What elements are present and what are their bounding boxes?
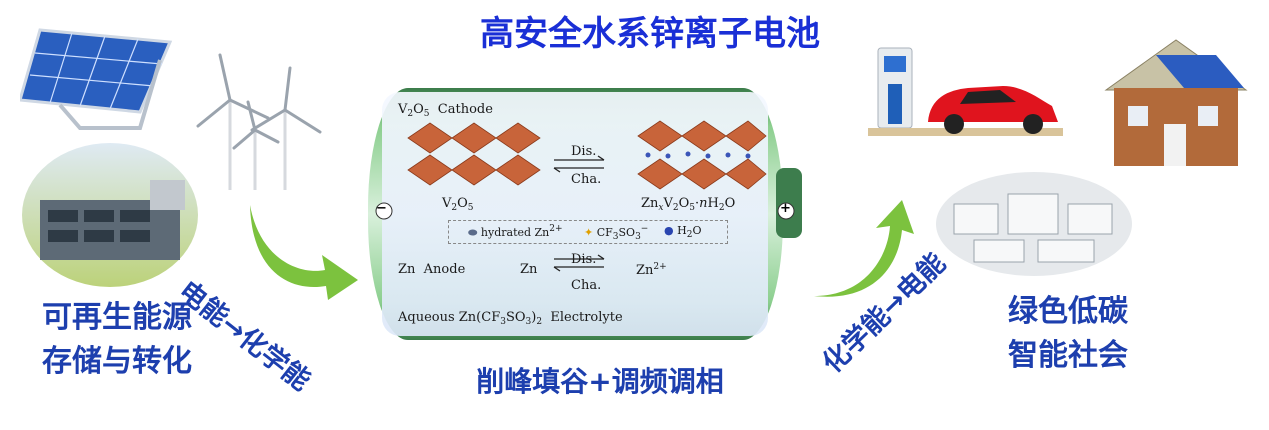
page-title: 高安全水系锌离子电池 [480,14,820,54]
zinc-ion-label: Zn2+ [636,262,667,278]
cathode-discharge-label: Dis. [571,144,597,159]
legend-hydrated: ⬬ hydrated Zn2+ [468,224,563,239]
renewable-caption-line2: 存储与转化 [42,344,192,379]
v2o5-label: V2O5 [442,196,474,213]
power-station-illustration [22,143,198,287]
anode-discharge-label: Dis. [571,252,597,267]
renewable-caption: 可再生能源 存储与转化 [42,296,192,384]
renewable-caption-line1: 可再生能源 [42,300,192,335]
wind-turbines-illustration [196,53,322,190]
cathode-heading: V2O5 Cathode [398,102,493,119]
electrolyte-label: Aqueous Zn(CF3SO3)2 Electrolyte [398,310,623,327]
ion-legend [448,220,728,244]
cathode-charge-label: Cha. [571,172,602,187]
ev-charging-illustration [868,47,1063,136]
peak-shaving-caption: 削峰填谷+调频调相 [476,365,724,398]
smart-house-illustration [1104,39,1248,166]
discharge-arrow-icon [814,200,914,297]
legend-water: ● H2O [664,224,702,240]
anode-charge-label: Cha. [571,278,602,293]
anode-species: Zn [520,262,538,277]
industrial-facility-illustration [936,172,1132,276]
smart-society-caption-line1: 绿色低碳 [1008,294,1128,329]
legend-triflate: ✦ CF3SO3− [584,224,649,242]
charge-arrow-icon [250,205,358,300]
anode-heading: Zn Anode [398,262,466,277]
zinc-vanadate-label: ZnxV2O5·nH2O [641,196,736,213]
smart-society-caption-line2: 智能社会 [1008,338,1128,373]
smart-society-caption: 绿色低碳 智能社会 [1008,290,1128,378]
solar-panel-illustration [20,28,173,130]
battery-body [368,88,802,340]
positive-terminal-icon: + [780,201,791,216]
negative-terminal-icon: − [376,201,387,216]
